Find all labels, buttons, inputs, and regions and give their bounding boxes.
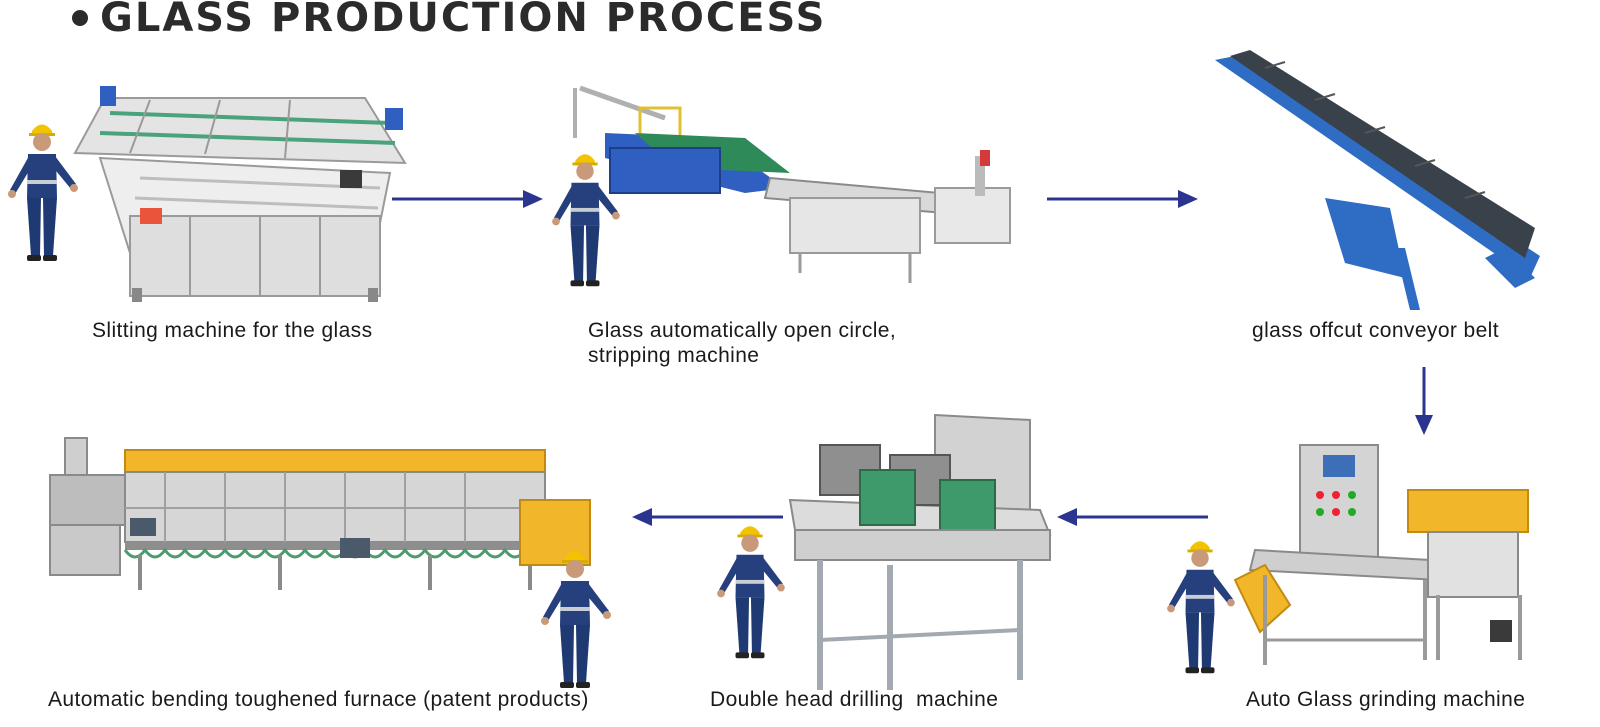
caption-stripping-machine-line2: stripping machine xyxy=(588,344,760,367)
arrow-down xyxy=(1415,367,1433,435)
caption-drilling-machine: Double head drilling machine xyxy=(710,688,999,711)
furnace-icon xyxy=(49,437,611,688)
page-title: GLASS PRODUCTION PROCESS xyxy=(72,0,826,40)
arrow-right-1 xyxy=(392,190,543,208)
caption-conveyor-belt: glass offcut conveyor belt xyxy=(1252,319,1499,342)
page-title-text: GLASS PRODUCTION PROCESS xyxy=(100,0,827,41)
slitting-machine-icon xyxy=(8,86,407,302)
drilling-machine-icon xyxy=(717,413,1052,690)
arrow-left-1 xyxy=(1057,508,1208,526)
arrow-left-2 xyxy=(632,508,783,526)
grinding-machine-icon xyxy=(1167,444,1529,674)
caption-slitting-machine: Slitting machine for the glass xyxy=(92,319,373,342)
caption-grinding-machine: Auto Glass grinding machine xyxy=(1246,688,1526,711)
title-bullet xyxy=(72,10,88,26)
caption-stripping-machine-line1: Glass automatically open circle, xyxy=(588,319,897,342)
arrow-right-2 xyxy=(1047,190,1198,208)
caption-furnace: Automatic bending toughened furnace (pat… xyxy=(48,688,589,711)
stripping-machine-icon xyxy=(552,85,1011,287)
conveyor-belt-icon xyxy=(1215,50,1540,310)
